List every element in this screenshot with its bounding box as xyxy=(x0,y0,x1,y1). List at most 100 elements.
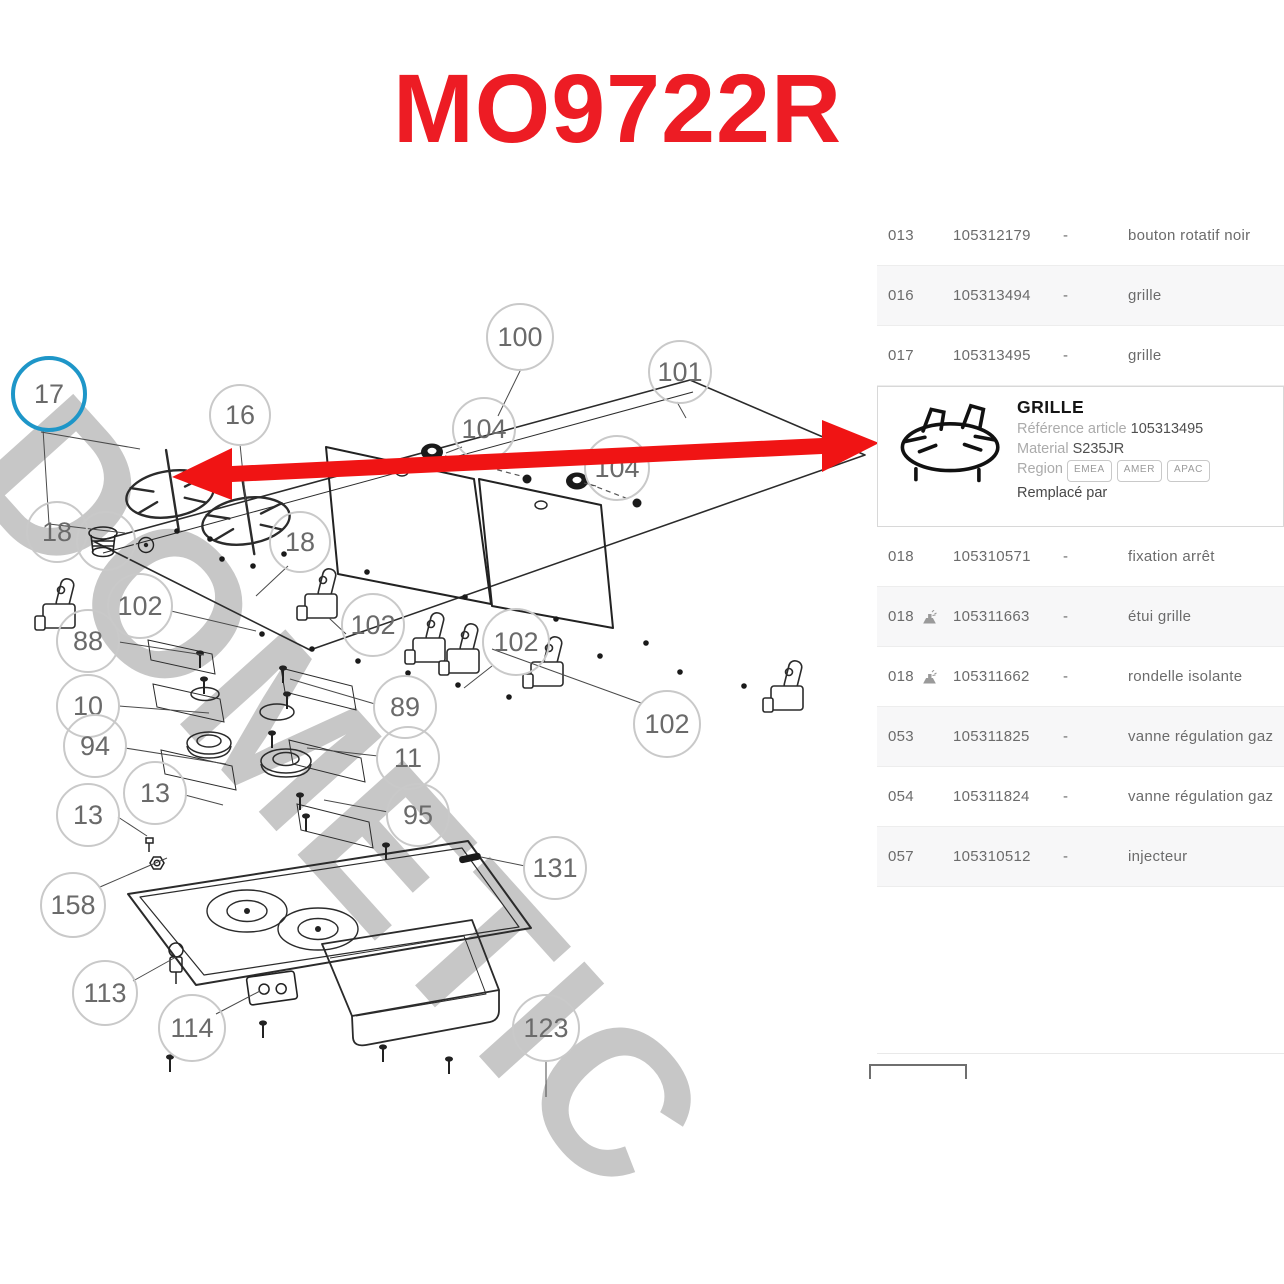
callout-102: 102 xyxy=(483,609,549,675)
part-dash: - xyxy=(1063,788,1128,805)
svg-text:102: 102 xyxy=(117,591,162,621)
callout-113: 113 xyxy=(73,961,137,1025)
part-dash: - xyxy=(1063,347,1128,364)
replaced-by-label: Remplacé par xyxy=(1017,485,1215,502)
reference-label: Référence article xyxy=(1017,421,1127,437)
svg-text:18: 18 xyxy=(285,527,315,557)
burner-insert-detail xyxy=(77,512,154,570)
callout-17: 17 xyxy=(13,358,85,430)
callout-123: 123 xyxy=(513,995,579,1061)
small-parts xyxy=(146,838,481,1005)
callout-94: 94 xyxy=(64,715,126,777)
svg-text:88: 88 xyxy=(73,626,103,656)
svg-text:101: 101 xyxy=(657,357,702,387)
callout-114: 114 xyxy=(159,995,225,1061)
svg-text:100: 100 xyxy=(497,322,542,352)
svg-text:13: 13 xyxy=(73,800,103,830)
table-row[interactable]: 018105311663-étui grille xyxy=(877,587,1284,647)
reference-value: 105313495 xyxy=(1131,421,1204,437)
part-position: 057 xyxy=(888,848,922,865)
table-row[interactable]: 016 105313494-grille xyxy=(877,266,1284,326)
part-description: rondelle isolante xyxy=(1128,668,1284,685)
burner-assembly-icon xyxy=(922,670,953,684)
table-row[interactable]: 018105310571-fixation arrêt xyxy=(877,527,1284,587)
svg-text:131: 131 xyxy=(532,853,577,883)
part-number: 105313494 xyxy=(953,287,1063,304)
part-dash: - xyxy=(1063,548,1128,565)
svg-text:114: 114 xyxy=(170,1013,213,1043)
footer-box-fragment xyxy=(869,1064,967,1079)
part-description: grille xyxy=(1128,347,1284,364)
callout-13: 13 xyxy=(124,762,186,824)
part-number: 105310512 xyxy=(953,848,1063,865)
part-description: vanne régulation gaz xyxy=(1128,788,1284,805)
card-reference-line: Référence article 105313495 xyxy=(1017,421,1215,438)
part-description: étui grille xyxy=(1128,608,1284,625)
svg-text:13: 13 xyxy=(140,778,170,808)
part-dash: - xyxy=(1063,287,1128,304)
svg-text:113: 113 xyxy=(83,978,126,1008)
svg-text:123: 123 xyxy=(523,1013,568,1043)
grille-drawing xyxy=(892,395,1010,485)
svg-text:18: 18 xyxy=(42,517,72,547)
part-number: 105313495 xyxy=(953,347,1063,364)
parts-rows-bottom: 018105310571-fixation arrêt018105311663-… xyxy=(877,527,1284,887)
footer-divider xyxy=(877,1053,1284,1054)
table-row[interactable]: 017 105313495-grille xyxy=(877,326,1284,386)
part-position: 053 xyxy=(888,728,922,745)
region-badge: APAC xyxy=(1167,460,1210,482)
callout-labels: 1716100101104104181810210210210288109489… xyxy=(13,304,711,1061)
svg-text:89: 89 xyxy=(390,692,420,722)
part-description: bouton rotatif noir xyxy=(1128,227,1284,244)
parts-panel: 013105312179-bouton rotatif noir01610531… xyxy=(877,0,1284,1284)
svg-text:102: 102 xyxy=(644,709,689,739)
callout-88: 88 xyxy=(57,610,119,672)
callout-131: 131 xyxy=(524,837,586,899)
part-position: 016 xyxy=(888,287,922,304)
part-detail-card: GRILLE Référence article 105313495 Mater… xyxy=(877,386,1284,527)
part-description: vanne régulation gaz xyxy=(1128,728,1284,745)
screw-hole-dots xyxy=(174,528,747,700)
callout-100: 100 xyxy=(487,304,553,370)
callout-18: 18 xyxy=(270,512,330,572)
part-description: injecteur xyxy=(1128,848,1284,865)
table-row[interactable]: 054105311824-vanne régulation gaz xyxy=(877,767,1284,827)
part-position: 017 xyxy=(888,347,922,364)
part-number: 105311662 xyxy=(953,668,1063,685)
card-region-line: Region EMEAAMERAPAC xyxy=(1017,460,1215,482)
callout-104: 104 xyxy=(585,436,649,500)
part-dash: - xyxy=(1063,848,1128,865)
part-position: 018 xyxy=(888,548,922,565)
part-position: 054 xyxy=(888,788,922,805)
glass-lid-right xyxy=(479,479,613,628)
part-position: 018 xyxy=(888,668,922,685)
part-number: 105311663 xyxy=(953,608,1063,625)
part-dash: - xyxy=(1063,608,1128,625)
table-row[interactable]: 018105311662-rondelle isolante xyxy=(877,647,1284,707)
part-dash: - xyxy=(1063,728,1128,745)
callout-16: 16 xyxy=(210,385,270,445)
part-position: 013 xyxy=(888,227,922,244)
svg-text:17: 17 xyxy=(34,379,64,409)
material-label: Material xyxy=(1017,441,1069,457)
callout-95: 95 xyxy=(387,784,449,846)
region-badge: AMER xyxy=(1117,460,1162,482)
card-title: GRILLE xyxy=(1017,397,1215,418)
material-value: S235JR xyxy=(1073,441,1125,457)
part-description: grille xyxy=(1128,287,1284,304)
table-row[interactable]: 053 105311825-vanne régulation gaz xyxy=(877,707,1284,767)
leader-lines xyxy=(41,369,686,1097)
table-row[interactable]: 057 105310512-injecteur xyxy=(877,827,1284,887)
part-dash: - xyxy=(1063,227,1128,244)
card-material-line: Material S235JR xyxy=(1017,441,1215,458)
part-description: fixation arrêt xyxy=(1128,548,1284,565)
table-row[interactable]: 013 105312179-bouton rotatif noir xyxy=(877,206,1284,266)
part-number: 105311825 xyxy=(953,728,1063,745)
svg-text:94: 94 xyxy=(80,731,110,761)
page-title: MO9722R xyxy=(330,58,905,160)
callout-104: 104 xyxy=(453,398,515,460)
callout-102: 102 xyxy=(634,691,700,757)
part-number: 105312179 xyxy=(953,227,1063,244)
burner-assembly-icon xyxy=(922,610,953,624)
callout-13: 13 xyxy=(57,784,119,846)
